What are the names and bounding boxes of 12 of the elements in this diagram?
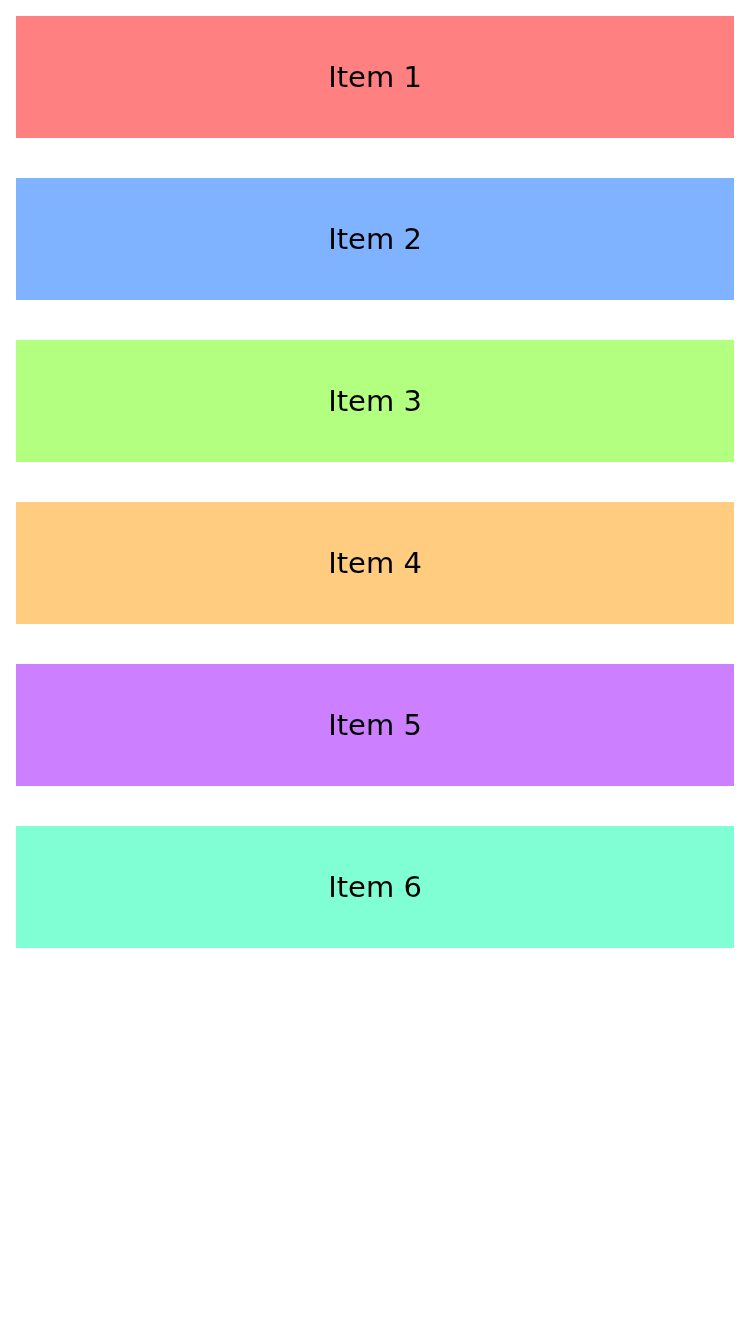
item-panel: [16, 664, 734, 786]
item-text: Item 1: [328, 59, 422, 95]
item-panel: [16, 178, 734, 300]
item-text: Item 6: [328, 869, 422, 905]
item-panel: [16, 502, 734, 624]
item-panel: [16, 16, 734, 138]
item-text: Item 2: [328, 221, 422, 257]
item-panel: [16, 340, 734, 462]
item-text: Item 4: [328, 545, 422, 581]
item-text: Item 5: [328, 707, 422, 743]
item-panel: [16, 826, 734, 948]
item-text: Item 3: [328, 383, 422, 419]
